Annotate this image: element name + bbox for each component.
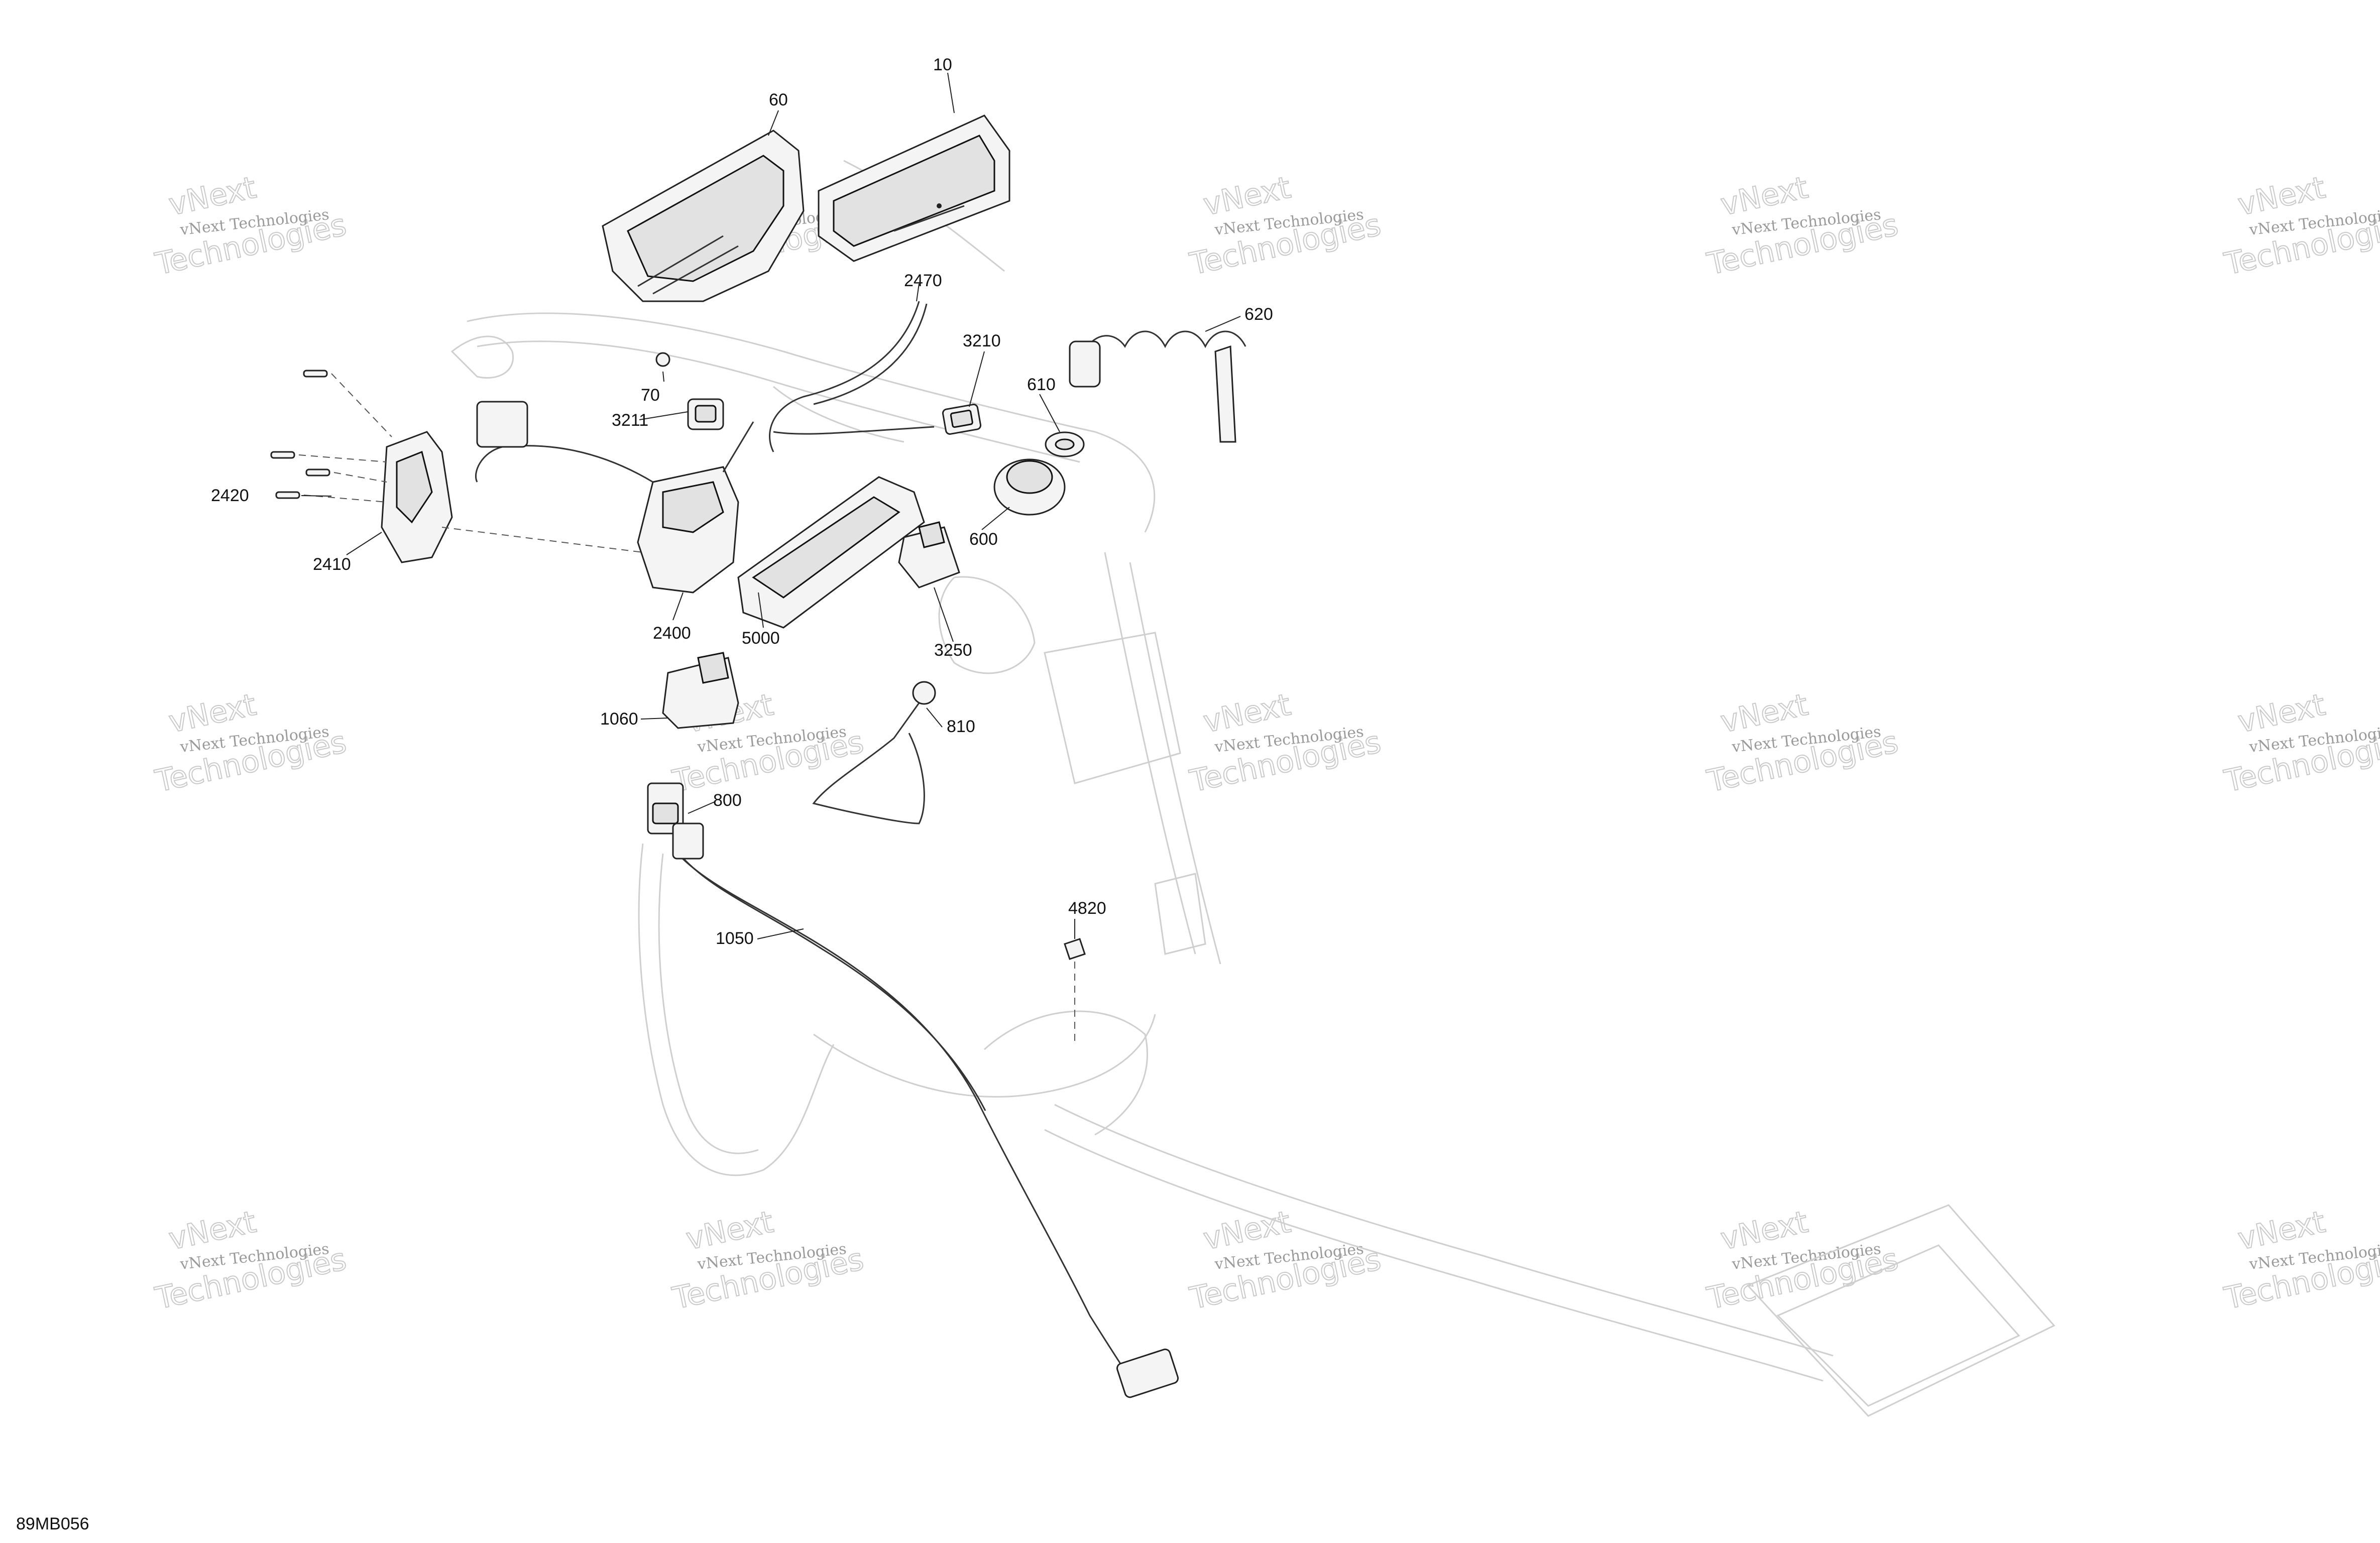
watermark: vNext Technologies vNext Technologies bbox=[2221, 170, 2380, 283]
watermark: vNext Technologies vNext Technologies bbox=[152, 1204, 350, 1317]
callout-2470: 2470 bbox=[904, 271, 942, 290]
cluster-10 bbox=[818, 114, 1010, 262]
watermark: vNext Technologies vNext Technologies bbox=[152, 687, 350, 800]
watermark: vNext Technologies vNext Technologies bbox=[2221, 1204, 2380, 1317]
callout-610: 610 bbox=[1027, 375, 1056, 394]
callout-2400: 2400 bbox=[653, 624, 691, 643]
nut-610 bbox=[1045, 431, 1085, 457]
callout-2410: 2410 bbox=[313, 555, 351, 574]
callout-800: 800 bbox=[713, 791, 742, 810]
watermark-layer: vNext Technologies vNext Technologies vN… bbox=[152, 170, 2380, 1317]
callout-2420: 2420 bbox=[211, 486, 249, 505]
watermark: vNext Technologies vNext Technologies bbox=[1186, 1204, 1385, 1317]
cover-2410 bbox=[381, 431, 453, 563]
watermark: vNext Technologies vNext Technologies bbox=[1704, 170, 1902, 283]
callout-810: 810 bbox=[947, 717, 975, 736]
ignition-600 bbox=[993, 458, 1066, 516]
callout-600: 600 bbox=[969, 530, 998, 549]
module-5000 bbox=[737, 476, 925, 629]
callout-1050: 1050 bbox=[716, 929, 754, 948]
callout-70: 70 bbox=[641, 386, 660, 405]
callout-5000: 5000 bbox=[742, 629, 780, 648]
watermark: vNext Technologies vNext Technologies bbox=[1186, 170, 1385, 283]
harness-2470 bbox=[769, 301, 935, 452]
connector-800 bbox=[647, 782, 684, 835]
switch-3250 bbox=[898, 521, 960, 588]
leader-lines bbox=[301, 72, 1241, 939]
ghost-frame bbox=[450, 160, 2056, 1417]
connector-3210 bbox=[942, 404, 982, 435]
callout-60: 60 bbox=[769, 90, 788, 109]
watermark: vNext Technologies vNext Technologies bbox=[1186, 687, 1385, 800]
callout-1060: 1060 bbox=[600, 709, 638, 729]
drawing-code: 89MB056 bbox=[16, 1514, 89, 1533]
watermark: vNext Technologies vNext Technologies bbox=[1704, 687, 1902, 800]
tether-620 bbox=[1069, 330, 1246, 443]
nut-4820 bbox=[1064, 938, 1086, 1044]
watermark: vNext Technologies vNext Technologies bbox=[1704, 1204, 1902, 1317]
callout-4820: 4820 bbox=[1068, 899, 1106, 918]
connector-3211 bbox=[687, 398, 724, 430]
switch-2400 bbox=[475, 401, 754, 594]
screws-2420 bbox=[270, 370, 643, 553]
callout-3211: 3211 bbox=[612, 411, 648, 430]
callout-10: 10 bbox=[933, 55, 952, 74]
watermark: vNext Technologies vNext Technologies bbox=[2221, 687, 2380, 800]
bezel-60 bbox=[602, 130, 805, 302]
socket-810 bbox=[812, 681, 936, 824]
watermark: vNext Technologies vNext Technologies bbox=[152, 170, 350, 283]
switch-1060 bbox=[662, 652, 739, 729]
nut-70 bbox=[655, 352, 670, 367]
watermark: vNext Technologies vNext Technologies bbox=[669, 1204, 867, 1317]
callout-3250: 3250 bbox=[934, 641, 972, 660]
callout-3210: 3210 bbox=[963, 331, 1001, 350]
harness-1050 bbox=[672, 822, 1179, 1398]
callouts: 10 60 70 3211 3210 2470 610 620 600 2420… bbox=[211, 55, 1273, 948]
callout-620: 620 bbox=[1244, 305, 1273, 324]
